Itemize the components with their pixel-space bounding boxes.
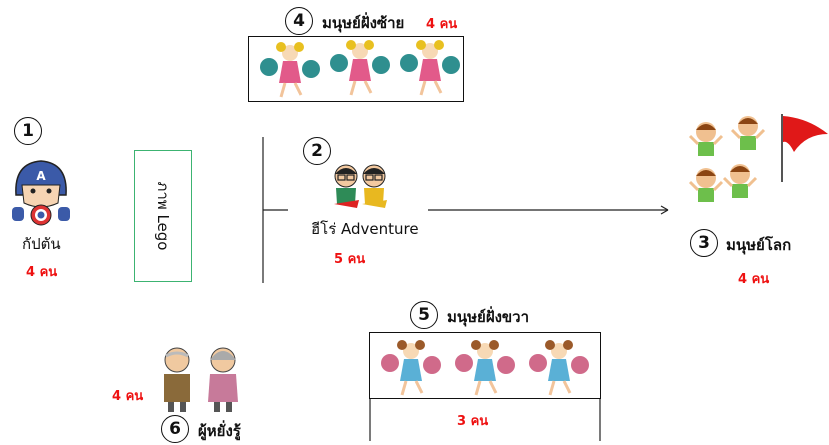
node-5-label: มนุษย์ฝั่งขวา xyxy=(447,308,530,326)
cheerleaders-yellow-group xyxy=(260,40,460,98)
node-3-label: มนุษย์โลก xyxy=(726,236,792,254)
cheerleader-yellow-icon xyxy=(400,40,460,96)
node-6-label: ผู้หยั่งรู้ xyxy=(198,422,241,440)
node-4-number: 4 xyxy=(285,7,313,35)
world-kid xyxy=(730,116,766,150)
cheerleader-pink-icon xyxy=(381,340,441,396)
left-side-box xyxy=(248,36,464,102)
node-6-number: 6 xyxy=(161,415,189,443)
arrow-head xyxy=(660,205,669,215)
cheerleader-pink-icon xyxy=(529,340,589,396)
node-2-number: 2 xyxy=(303,137,331,165)
cheerleader-yellow-icon xyxy=(330,40,390,96)
hero-kids-icon xyxy=(334,164,387,208)
cheerleaders-pink-group xyxy=(381,340,589,396)
world-kid xyxy=(688,122,724,156)
elder-man-icon xyxy=(164,347,190,412)
node-6-count: 4 คน xyxy=(112,389,144,404)
node-1-label: กัปตัน xyxy=(22,235,61,253)
world-kid xyxy=(722,164,758,198)
svg-text:A: A xyxy=(36,169,46,183)
lego-image-box: ภาพ Lego xyxy=(134,150,192,282)
node-5-number: 5 xyxy=(410,301,438,329)
node-4-count: 4 คน xyxy=(426,17,458,32)
world-people-icon xyxy=(688,114,828,202)
captain-america-icon: A xyxy=(12,160,70,226)
node-3-number: 3 xyxy=(690,229,718,257)
cheerleader-pink-icon xyxy=(455,340,515,396)
world-kid xyxy=(688,168,724,202)
node-2-count: 5 คน xyxy=(334,252,366,267)
node-3-count: 4 คน xyxy=(738,272,770,287)
node-1-number: 1 xyxy=(14,117,42,145)
node-2-label: ฮีโร่ Adventure xyxy=(311,220,419,238)
cheerleader-yellow-icon xyxy=(260,42,320,98)
node-5-count: 3 คน xyxy=(457,414,489,429)
node-1-count: 4 คน xyxy=(26,265,58,280)
node-4-label: มนุษย์ฝั่งซ้าย xyxy=(322,14,405,32)
red-flag-icon xyxy=(781,114,828,182)
right-side-box xyxy=(369,332,601,399)
elders-icon xyxy=(164,347,238,412)
elder-woman-icon xyxy=(208,347,238,412)
